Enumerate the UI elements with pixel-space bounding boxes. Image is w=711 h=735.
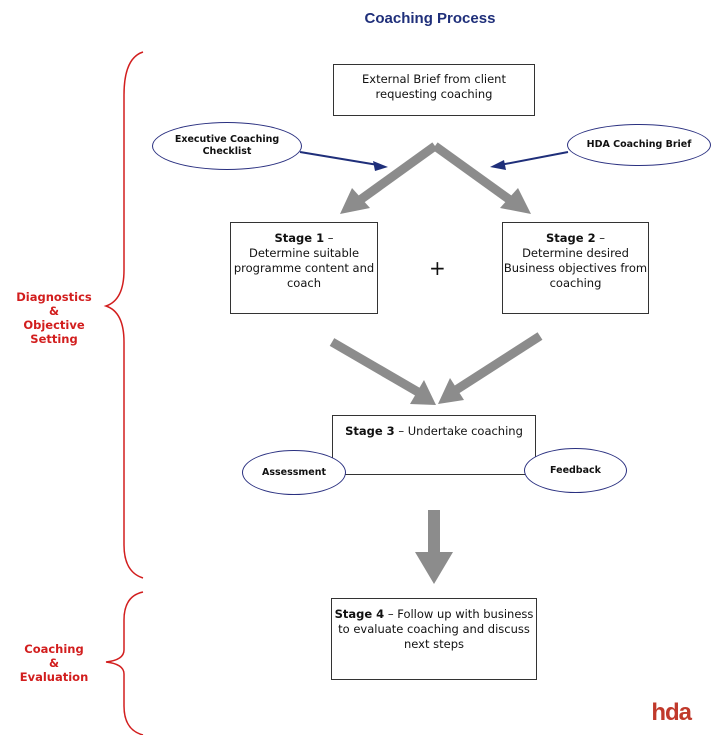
stage1-box: Stage 1 – Determine suitable programme c… (230, 222, 378, 314)
coaching-label: Coaching & Evaluation (4, 642, 104, 684)
stage4-label: Stage 4 (334, 607, 385, 621)
hda-logo: hda (651, 699, 692, 726)
stage2-label: Stage 2 (546, 231, 596, 245)
diagnostics-line-1: Diagnostics (16, 290, 92, 304)
assessment-text: Assessment (261, 466, 327, 478)
stage3-dash: – (394, 424, 408, 438)
split-arrow-left (357, 142, 438, 204)
split-arrowhead-right (500, 188, 531, 214)
merge-arrowhead-left (410, 380, 436, 405)
stage1-text: Determine suitable programme content and… (233, 246, 375, 290)
diagnostics-label: Diagnostics & Objective Setting (4, 290, 104, 346)
down-arrowhead (415, 552, 453, 584)
executive-checklist-text: Executive Coaching Checklist (174, 134, 280, 157)
stage3-text: Undertake coaching (407, 424, 523, 438)
coaching-line-3: Evaluation (19, 670, 89, 684)
hda-brief-arrow (499, 151, 569, 166)
feedback-oval: Feedback (524, 448, 627, 493)
stage1-dash: – (324, 231, 334, 245)
checklist-arrow (299, 151, 379, 166)
stage2-text: Determine desired Business objectives fr… (503, 246, 648, 290)
stage4-box: Stage 4 – Follow up with business to eva… (331, 598, 537, 680)
stage1-label: Stage 1 (274, 231, 325, 245)
hda-brief-text: HDA Coaching Brief (586, 139, 692, 150)
diagnostics-line-4: Setting (30, 332, 78, 346)
merge-arrowhead-right (438, 378, 464, 404)
hda-brief-arrowhead (490, 160, 506, 170)
checklist-arrowhead (373, 161, 388, 171)
plus-sign: + (429, 256, 446, 280)
hda-brief-oval: HDA Coaching Brief (567, 124, 711, 166)
stage2-box: Stage 2 – Determine desired Business obj… (502, 222, 649, 314)
split-arrow-right (432, 142, 513, 204)
external-brief-box: External Brief from client requesting co… (333, 64, 535, 116)
assessment-oval: Assessment (242, 450, 346, 495)
executive-checklist-oval: Executive Coaching Checklist (152, 122, 302, 170)
feedback-text: Feedback (550, 464, 601, 476)
split-arrowhead-left (340, 188, 370, 214)
stage3-label: Stage 3 (345, 424, 395, 438)
external-brief-text: External Brief from client requesting co… (362, 72, 506, 101)
stage4-text: Follow up with business to evaluate coac… (338, 607, 534, 651)
diagnostics-line-2: & (48, 304, 60, 318)
coaching-line-2: & (48, 656, 60, 670)
merge-arrow-right (453, 332, 543, 394)
stage2-dash: – (595, 231, 605, 245)
coaching-brace (105, 591, 144, 735)
stage3-box: Stage 3 – Undertake coaching (332, 415, 536, 475)
stage4-dash: – (384, 607, 398, 621)
coaching-line-1: Coaching (24, 642, 84, 656)
diagnostics-line-3: Objective (23, 318, 85, 332)
diagram-title: Coaching Process (364, 10, 496, 27)
merge-arrow-left (329, 338, 421, 396)
down-arrow-shaft (428, 510, 440, 555)
diagnostics-brace (103, 51, 144, 579)
